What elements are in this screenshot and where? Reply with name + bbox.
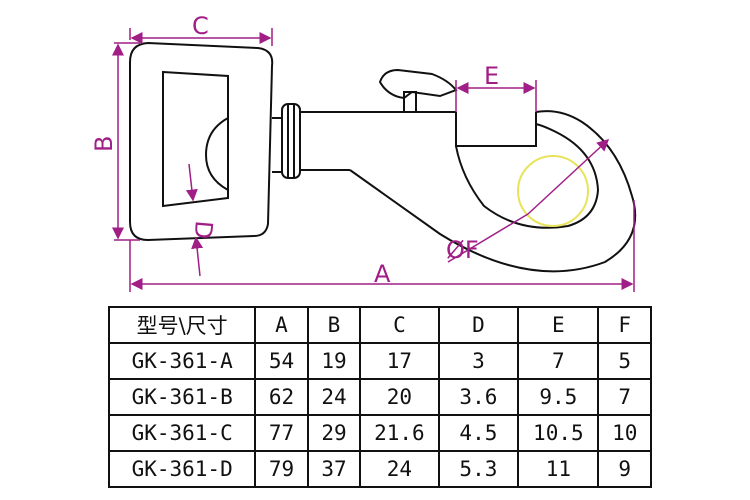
table-cell: 77 [254,414,309,452]
table-cell: 20 [359,378,440,416]
dimension-c [129,28,273,46]
gate-opening-circle [517,155,589,227]
table-cell: 11 [517,450,600,488]
dimension-a [129,200,635,292]
dimension-label-b: B [90,136,118,152]
table-cell: 5.3 [437,450,520,488]
dimension-label-a: A [374,260,391,288]
table-header-cell: E [517,306,600,344]
dimension-b [112,42,140,241]
table-cell: 21.6 [359,414,440,452]
snap-hook-drawing: C B D E ØF A [90,12,637,292]
table-cell: 24 [306,378,362,416]
table-header-cell: D [437,306,520,344]
table-header-cell: A [254,306,309,344]
table-cell: 4.5 [437,414,520,452]
table-cell: 7 [597,378,652,416]
swivel-collar [272,103,301,179]
table-header-cell: 型号\尺寸 [107,306,257,344]
dimension-label-e: E [484,62,499,90]
table-cell: 17 [359,342,440,380]
table-cell: GK-361-D [107,450,257,488]
table-cell: 9.5 [517,378,600,416]
dimension-d [185,163,204,277]
dimension-f [447,138,610,263]
swivel-eye [129,41,274,242]
table-cell: 3.6 [437,378,520,416]
table-header-row: 型号\尺寸 A B C D E F [107,306,652,344]
table-cell: GK-361-A [107,342,257,380]
table-cell: 5 [597,342,652,380]
table-cell: 7 [517,342,600,380]
table-row: GK-361-B 62 24 20 3.6 9.5 7 [107,378,652,416]
table-cell: GK-361-C [107,414,257,452]
table-cell: 37 [306,450,362,488]
table-cell: 10 [597,414,652,452]
table-cell: 19 [306,342,362,380]
table-cell: GK-361-B [107,378,257,416]
table-cell: 9 [597,450,652,488]
table-header-cell: F [597,306,652,344]
table-cell: 24 [359,450,440,488]
spec-table: 型号\尺寸 A B C D E F GK-361-A 54 19 17 3 7 … [107,306,652,488]
dimension-label-d: D [188,219,218,240]
dimension-label-c: C [192,12,209,40]
table-header-cell: C [359,306,440,344]
table-cell: 54 [254,342,309,380]
table-cell: 3 [437,342,520,380]
table-row: GK-361-D 79 37 24 5.3 11 9 [107,450,652,488]
hook-body [300,110,637,273]
table-cell: 62 [254,378,309,416]
table-cell: 29 [306,414,362,452]
dimension-label-f: ØF [446,236,479,264]
table-header-cell: B [306,306,362,344]
gate-trigger [378,68,458,113]
dimension-e [455,80,537,112]
table-cell: 10.5 [517,414,600,452]
table-row: GK-361-A 54 19 17 3 7 5 [107,342,652,380]
table-cell: 79 [254,450,309,488]
table-row: GK-361-C 77 29 21.6 4.5 10.5 10 [107,414,652,452]
